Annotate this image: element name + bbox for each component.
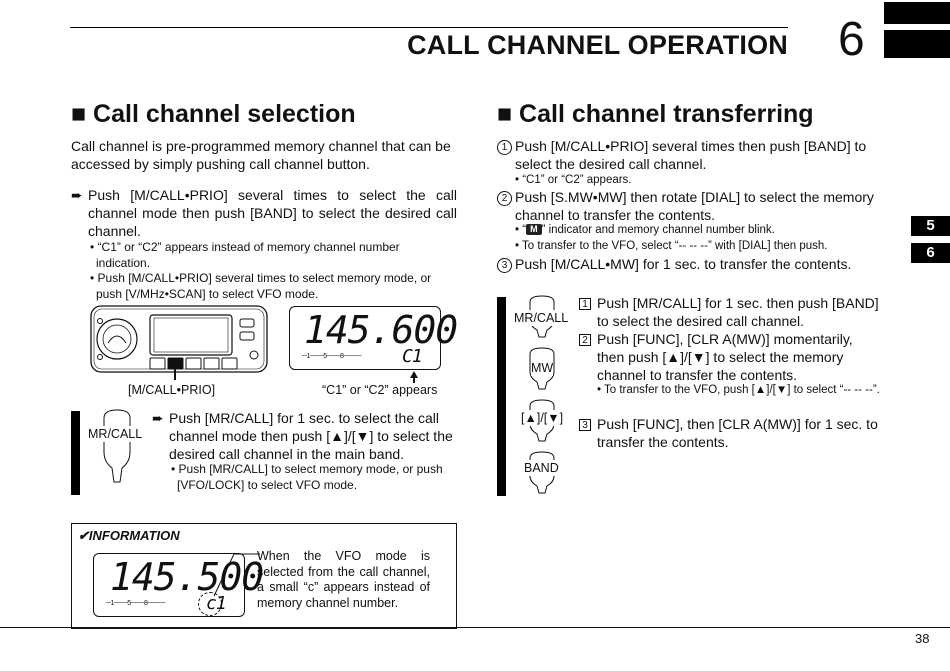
mic-key-mw: MW bbox=[531, 360, 554, 376]
intro-paragraph: Call channel is pre-programmed memory ch… bbox=[71, 138, 451, 172]
m-indicator-icon: M bbox=[526, 224, 542, 235]
mic-section-bar-right bbox=[497, 297, 506, 496]
radio-front-panel-illustration bbox=[90, 305, 268, 381]
mic-key-band: BAND bbox=[524, 460, 559, 476]
step-number-1: 1 bbox=[497, 137, 516, 155]
mic-step-number-2: 2 bbox=[579, 330, 594, 348]
mic-key-label-mrcall: MR/CALL bbox=[88, 426, 143, 442]
mic-step-number-3: 3 bbox=[579, 415, 594, 433]
arrow-icon: ➨ bbox=[152, 410, 164, 426]
side-tab-6[interactable]: 6 bbox=[911, 243, 950, 263]
side-tab-5[interactable]: 5 bbox=[911, 216, 950, 236]
header-rule bbox=[70, 27, 788, 28]
information-text: When the VFO mode is selected from the c… bbox=[257, 549, 430, 610]
lcd-display-vfo: 145.500 ─1───5───8──── c1 bbox=[93, 553, 264, 617]
chapter-bar-bottom bbox=[884, 30, 950, 58]
mic-key-mrcall: MR/CALL bbox=[514, 310, 569, 326]
lcd-frequency: 145.600 bbox=[304, 308, 458, 352]
callout-line bbox=[213, 553, 260, 597]
highlight-circle bbox=[198, 592, 222, 616]
transfer-step-2-bullet-2: • To transfer to the VFO, select “-- -- … bbox=[515, 240, 828, 252]
lcd-display-c1: 145.600 ─1───5───8──── C1 bbox=[289, 306, 458, 370]
mic-section-bar bbox=[71, 411, 80, 495]
lcd-caption-arrow-icon bbox=[410, 371, 418, 378]
mic-step: Push [MR/CALL] for 1 sec. to select the … bbox=[169, 410, 453, 462]
mic-transfer-step-2: Push [FUNC], [CLR A(MW)] momentarily, th… bbox=[597, 331, 853, 383]
mic-transfer-step-1: Push [MR/CALL] for 1 sec. then push [BAN… bbox=[597, 295, 879, 329]
page-title: CALL CHANNEL OPERATION bbox=[407, 30, 788, 60]
lcd-channel: C1 bbox=[402, 346, 423, 367]
mic-transfer-step-2-bullet: • To transfer to the VFO, push [▲]/[▼] t… bbox=[597, 384, 880, 396]
transfer-step-3: Push [M/CALL•MW] for 1 sec. to transfer … bbox=[515, 256, 852, 272]
lcd-frequency: 145.500 bbox=[110, 555, 264, 599]
mic-key-up-down: [▲]/[▼] bbox=[521, 410, 564, 426]
transfer-step-1-bullet: • “C1” or “C2” appears. bbox=[515, 174, 632, 186]
mic-step-number-1: 1 bbox=[579, 294, 594, 312]
information-box: ✔INFORMATION 145.500 ─1───5───8──── c1 W… bbox=[71, 523, 457, 629]
step-main: Push [M/CALL•PRIO] several times to sele… bbox=[88, 187, 457, 239]
section-title-call-channel-transferring: ■ Call channel transferring bbox=[497, 100, 814, 128]
footer-rule bbox=[0, 627, 950, 628]
mic-button-icon bbox=[98, 408, 136, 484]
transfer-step-2-bullet-1: • “M” indicator and memory channel numbe… bbox=[515, 224, 775, 236]
lcd-s-meter-scale: ─1───5───8──── bbox=[302, 353, 362, 360]
page-number: 38 bbox=[915, 631, 930, 646]
lcd-caption: “C1” or “C2” appears bbox=[322, 383, 438, 397]
mic-bullet: • Push [MR/CALL] to select memory mode, … bbox=[171, 462, 443, 492]
bullet-c1-c2: • “C1” or “C2” appears instead of memory… bbox=[90, 240, 400, 270]
section-title-call-channel-selection: ■ Call channel selection bbox=[71, 100, 356, 128]
chapter-bar-top bbox=[884, 2, 950, 24]
step-number-2: 2 bbox=[497, 188, 516, 206]
radio-caption: [M/CALL•PRIO] bbox=[128, 383, 216, 397]
transfer-step-1: Push [M/CALL•PRIO] several times then pu… bbox=[515, 138, 867, 172]
lcd-s-meter-scale: ─1───5───8──── bbox=[106, 600, 166, 607]
lcd-caption-arrow-stem bbox=[413, 377, 415, 383]
chapter-number: 6 bbox=[838, 13, 865, 66]
bullet-memory-mode: • Push [M/CALL•PRIO] several times to se… bbox=[90, 271, 432, 301]
arrow-icon: ➨ bbox=[71, 187, 83, 203]
information-title: ✔INFORMATION bbox=[78, 528, 180, 543]
mic-transfer-step-3: Push [FUNC], then [CLR A(MW)] for 1 sec.… bbox=[597, 416, 878, 450]
transfer-step-2: Push [S.MW•MW] then rotate [DIAL] to sel… bbox=[515, 189, 874, 223]
radio-caption-pointer bbox=[174, 368, 176, 380]
step-number-3: 3 bbox=[497, 255, 516, 273]
